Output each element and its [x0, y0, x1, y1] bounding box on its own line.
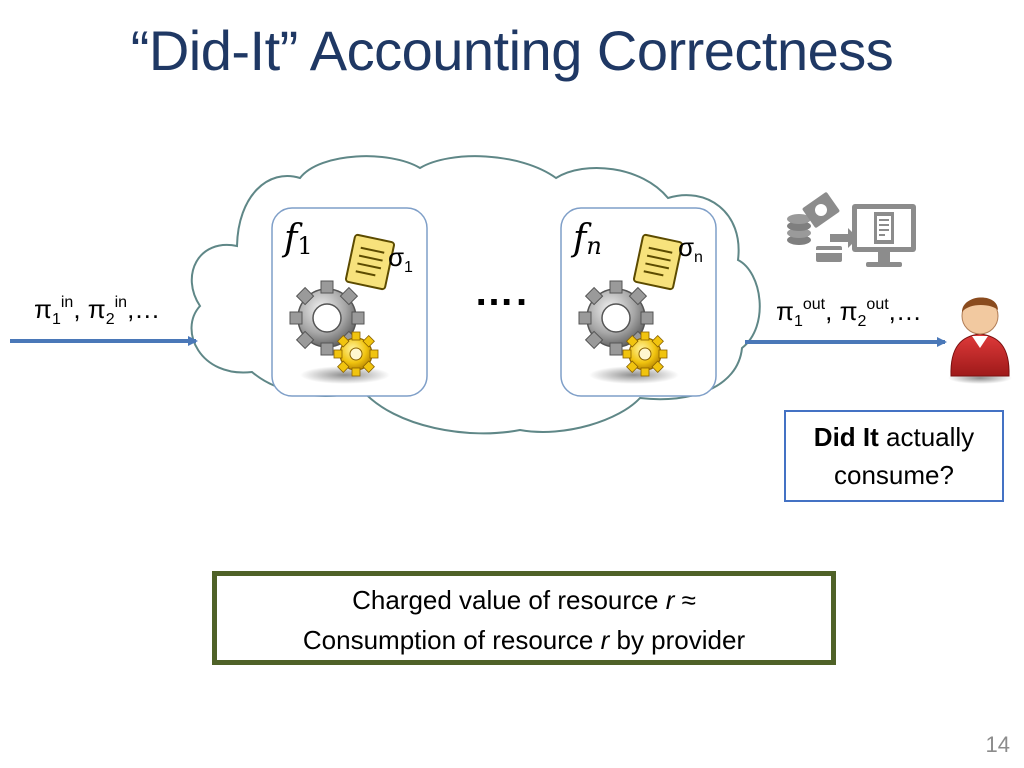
charged-line-2: Consumption of resource r by provider	[217, 620, 831, 660]
state-1-label: σ1	[388, 242, 413, 276]
state-n-label: σn	[678, 232, 703, 266]
note-icon	[633, 233, 683, 291]
pi-symbol: π	[34, 294, 52, 324]
did-it-line-2: consume?	[834, 460, 954, 490]
ellipsis-tail: ,…	[127, 294, 161, 324]
superscript: out	[866, 296, 889, 313]
pi-symbol: π	[87, 294, 106, 324]
ellipsis-tail: ,…	[888, 296, 922, 326]
gears-icon	[289, 280, 390, 384]
slide-title: “Did-It” Accounting Correctness	[130, 19, 894, 82]
charged-value-box: Charged value of resource r ≈ Consumptio…	[212, 571, 836, 665]
payment-icon	[787, 192, 916, 267]
separator: ,	[73, 294, 88, 324]
note-icon	[345, 233, 395, 291]
resource-variable: r	[665, 585, 675, 615]
page-number: 14	[985, 732, 1010, 757]
pi-symbol: π	[839, 296, 858, 326]
function-ellipsis: ….	[474, 270, 530, 314]
function-subscript: 1	[297, 232, 313, 260]
sigma-symbol: σ	[388, 242, 405, 272]
did-it-callout: Did It actually consume?	[784, 410, 1004, 502]
function-symbol: f	[573, 218, 587, 259]
input-stream-label: π1in, π2in,…	[34, 294, 161, 328]
user-icon	[948, 297, 1012, 384]
text-fragment: Charged value of resource	[352, 585, 666, 615]
subscript: 2	[105, 311, 115, 328]
separator: ,	[825, 296, 840, 326]
gears-icon	[578, 280, 679, 384]
did-it-line-1: Did It actually	[786, 418, 1002, 456]
sigma-symbol: σ	[678, 232, 695, 262]
subscript: 1	[793, 313, 803, 330]
text-fragment: Consumption of resource	[302, 625, 601, 655]
function-subscript: n	[586, 232, 602, 260]
did-it-rest: actually	[878, 422, 975, 452]
charged-line-1: Charged value of resource r ≈	[217, 580, 831, 620]
resource-variable: r	[600, 625, 610, 655]
superscript: in	[114, 294, 128, 311]
text-fragment: ≈	[674, 585, 696, 615]
function-n-label: fn	[573, 218, 602, 259]
superscript: in	[60, 294, 74, 311]
superscript: out	[802, 296, 826, 313]
sigma-subscript: n	[694, 249, 703, 266]
subscript: 1	[51, 311, 61, 328]
pi-symbol: π	[776, 296, 794, 326]
sigma-subscript: 1	[404, 259, 413, 276]
function-1-label: f1	[284, 218, 313, 259]
subscript: 2	[857, 313, 867, 330]
text-fragment: by provider	[609, 625, 746, 655]
did-it-bold: Did It	[813, 422, 879, 452]
output-stream-label: π1out, π2out,…	[776, 296, 922, 330]
function-symbol: f	[284, 218, 298, 259]
